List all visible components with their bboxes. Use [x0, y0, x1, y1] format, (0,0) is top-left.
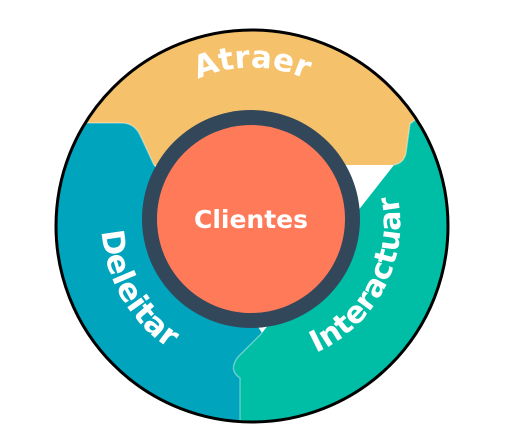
center-circle	[157, 125, 345, 313]
center-label: Clientes	[194, 205, 308, 234]
outer-outline	[54, 28, 450, 424]
